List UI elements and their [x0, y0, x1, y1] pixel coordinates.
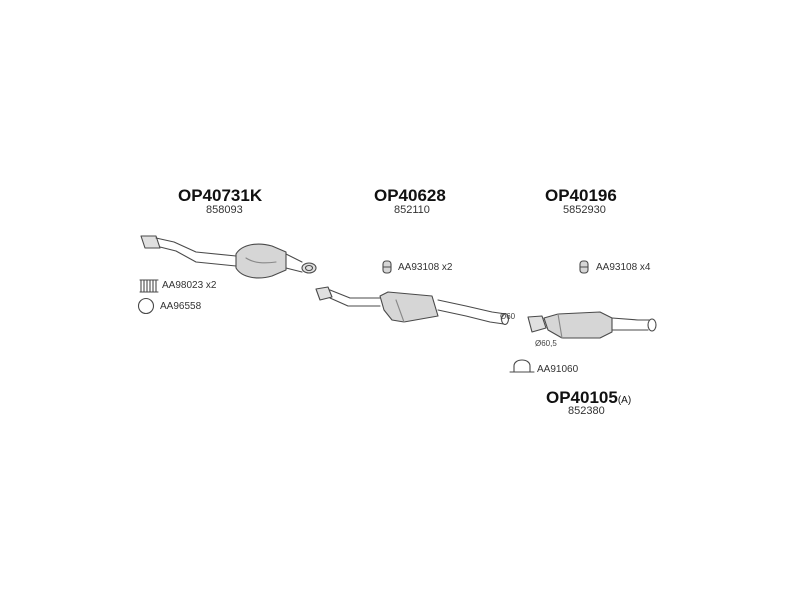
part-code-middle: OP40628: [374, 186, 446, 205]
accessory-spring-label: AA98023 x2: [162, 280, 217, 291]
part-code-rear: OP40196: [545, 186, 617, 205]
oe-number-rear-silencer: 852380: [568, 405, 605, 417]
accessory-ring-label: AA96558: [160, 301, 202, 312]
catalytic-converter-front-pipe: [140, 235, 317, 279]
middle-silencer-pipe: [315, 286, 510, 326]
part-code-rear-silencer: OP40105(A): [546, 388, 631, 408]
u-clamp-icon: [509, 359, 535, 373]
accessory-hanger-mid-label: AA93108 x2: [398, 262, 453, 273]
rear-silencer: [527, 311, 657, 339]
rubber-hanger-icon: [382, 260, 392, 274]
ring-gasket-icon: [137, 297, 155, 315]
part-code-rear-silencer-main: OP40105: [546, 388, 618, 407]
oe-number-rear: 5852930: [563, 204, 606, 216]
accessory-hanger-rear-label: AA93108 x4: [596, 262, 651, 273]
part-code-rear-silencer-suffix: (A): [617, 395, 632, 406]
spring-bolt-icon: [139, 279, 159, 293]
accessory-clamp-label: AA91060: [537, 364, 579, 375]
dimension-rear-inlet: Ø60,5: [535, 339, 557, 348]
oe-number-front: 858093: [206, 204, 243, 216]
dimension-mid-pipe: Ø60: [500, 312, 516, 321]
rubber-hanger-icon: [579, 260, 589, 274]
part-code-front: OP40731K: [178, 186, 263, 205]
oe-number-middle: 852110: [394, 204, 430, 216]
